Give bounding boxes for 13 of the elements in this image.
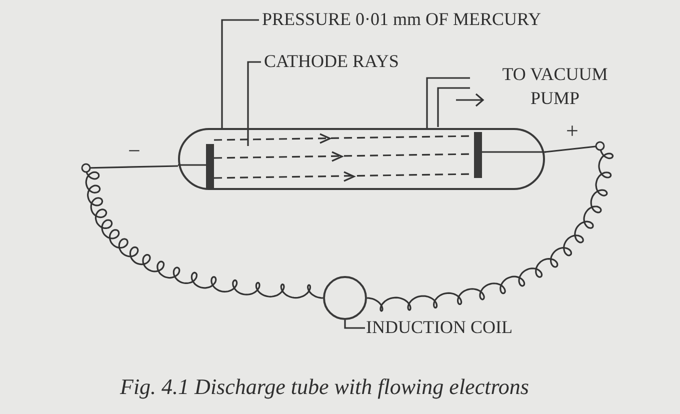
outlet-label: TO VACUUM PUMP xyxy=(501,63,609,110)
coiled-wire xyxy=(85,165,324,299)
callout-text: PRESSURE 0·01 mm OF MERCURY xyxy=(262,6,632,32)
leader-line xyxy=(221,19,259,129)
coiled-wire xyxy=(366,145,614,312)
leader-line xyxy=(344,320,365,329)
polarity-sign: − xyxy=(128,140,140,162)
callout-text: CATHODE RAYS xyxy=(264,48,444,74)
polarity-sign: + xyxy=(566,120,578,142)
callout-text: INDUCTION COIL xyxy=(366,314,556,340)
discharge-tube xyxy=(178,128,545,190)
leader-line xyxy=(247,61,261,146)
figure-caption: Fig. 4.1 Discharge tube with flowing electrons xyxy=(120,373,529,401)
